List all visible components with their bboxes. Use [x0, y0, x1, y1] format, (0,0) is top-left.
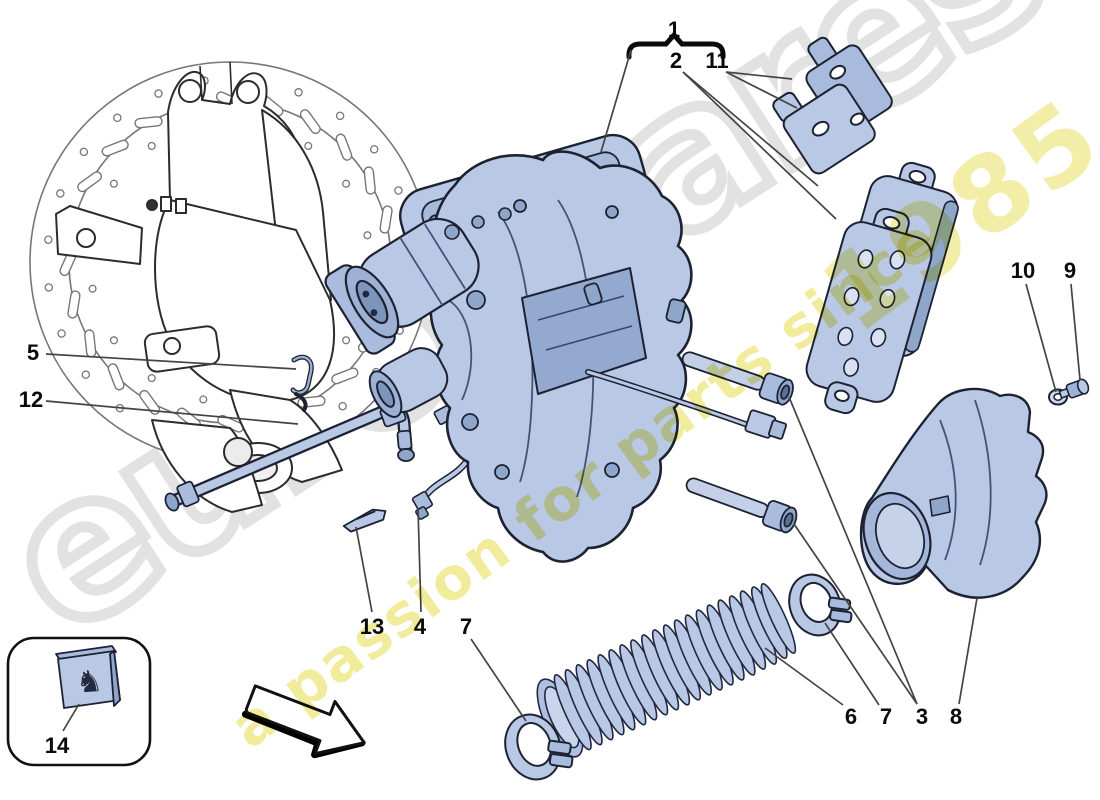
callout-label-6[interactable]: 6: [844, 704, 858, 729]
callout-label-9[interactable]: 9: [1063, 258, 1077, 283]
direction-arrow-icon: [241, 684, 366, 759]
leader-line: [764, 647, 844, 706]
leader-line: [470, 638, 527, 722]
leader-line: [682, 71, 819, 187]
leader-line: [62, 703, 80, 732]
screw: [1058, 378, 1090, 400]
leader-line: [824, 622, 880, 706]
callout-label-14[interactable]: 14: [44, 733, 70, 758]
cooling-duct: [859, 387, 1048, 599]
clamp-ring-right: [788, 573, 853, 637]
inset-box: ♞: [6, 636, 152, 767]
leader-line: [417, 507, 422, 613]
leader-line: [725, 71, 793, 80]
callout-label-10[interactable]: 10: [1010, 258, 1036, 283]
leader-line: [725, 71, 798, 109]
callout-bracket: [626, 31, 726, 60]
callout-label-13[interactable]: 13: [359, 614, 385, 639]
callout-label-7[interactable]: 7: [459, 614, 473, 639]
callout-label-11[interactable]: 11: [705, 48, 729, 73]
callout-label-2[interactable]: 2: [669, 48, 683, 73]
callout-label-8[interactable]: 8: [949, 704, 963, 729]
callout-label-1[interactable]: 1: [667, 17, 681, 42]
leader-line: [355, 526, 373, 613]
leader-line: [45, 353, 297, 370]
callout-label-12[interactable]: 12: [18, 387, 44, 412]
leader-line: [1025, 283, 1057, 393]
leader-line: [958, 597, 978, 705]
callout-label-4[interactable]: 4: [413, 614, 427, 639]
leader-line: [682, 71, 837, 220]
callout-label-7[interactable]: 7: [879, 704, 893, 729]
ferrari-horse-icon: ♞: [75, 664, 104, 701]
callout-label-5[interactable]: 5: [26, 340, 40, 365]
leader-lines: [45, 49, 1081, 732]
leader-line: [600, 49, 632, 153]
pipe-clip: [342, 508, 387, 533]
brake-caliper: [324, 133, 693, 563]
pad-wear-sensor-wire: [585, 369, 787, 440]
leader-line: [1070, 283, 1081, 381]
parking-brake-motor: [324, 217, 480, 355]
sensor-plates: [772, 36, 893, 175]
brake-pad-front: [805, 207, 933, 415]
leader-line: [45, 400, 299, 425]
retaining-clip: [290, 354, 314, 412]
caliper-piston-boss: [368, 347, 449, 418]
suspension-upright: [55, 61, 343, 513]
leader-line: [788, 396, 918, 705]
callout-label-3[interactable]: 3: [915, 704, 929, 729]
logo-plate: [55, 645, 121, 709]
caliper-bolt-lower: [685, 477, 798, 534]
caliper-bolt-upper: [681, 351, 794, 406]
spring-sleeve: [536, 582, 797, 758]
leader-line: [793, 523, 918, 705]
